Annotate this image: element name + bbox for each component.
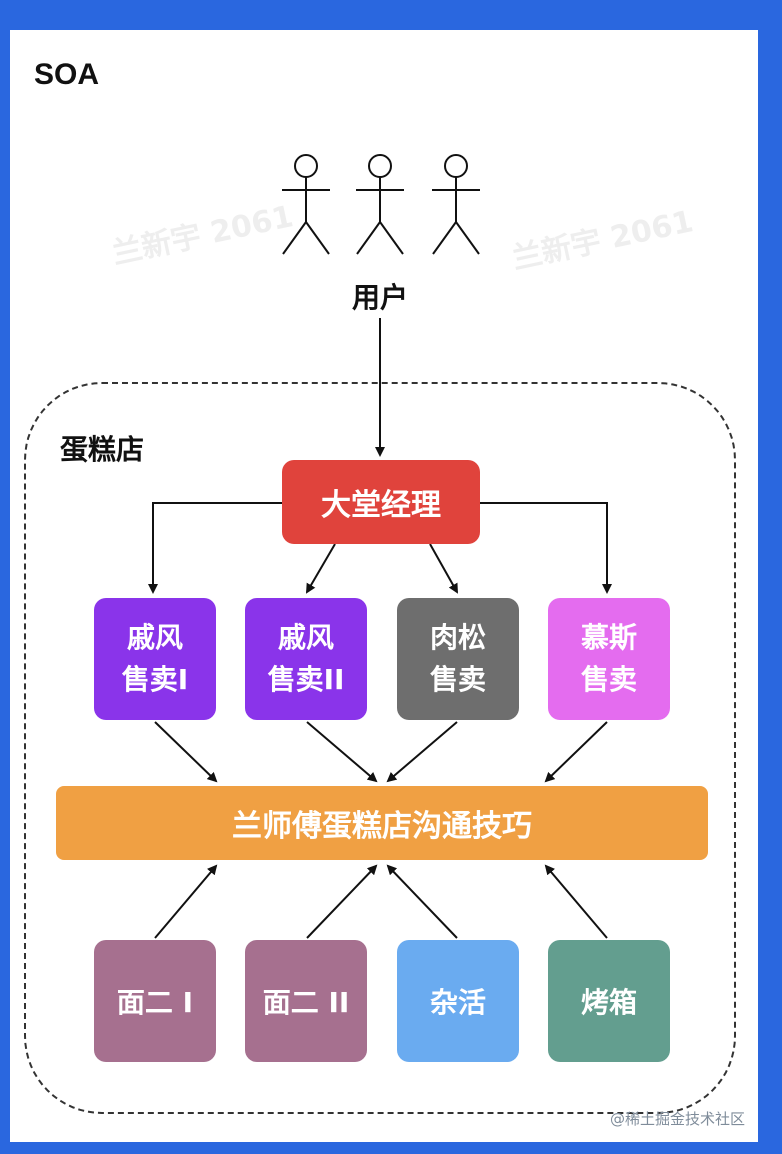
- user-icon-1: [282, 154, 330, 255]
- user-icon-3: [432, 154, 480, 255]
- user-icon-2: [356, 154, 404, 255]
- arrow-svc4-bus: [544, 721, 608, 783]
- arrow-res4-bus: [544, 864, 608, 939]
- arrow-manager-svc2: [305, 543, 336, 594]
- arrow-res3-bus: [386, 864, 458, 939]
- arrow-svc3-bus: [386, 721, 458, 783]
- arrow-res1-bus: [154, 864, 218, 939]
- arrow-manager-svc3: [429, 543, 458, 594]
- node-resource-oven: 烤箱: [548, 940, 670, 1062]
- node-service-mousse: 慕斯 售卖: [548, 598, 670, 720]
- cake-shop-boundary: [24, 382, 736, 1114]
- arrow-manager-svc1: [148, 502, 282, 594]
- arrow-svc2-bus: [306, 721, 378, 783]
- arrow-res2-bus: [306, 864, 378, 939]
- arrow-manager-svc4: [480, 502, 612, 594]
- diagram-title: SOA: [34, 58, 100, 91]
- users-label: 用户: [351, 281, 408, 314]
- cake-shop-label: 蛋糕店: [60, 433, 145, 466]
- node-resource-baker-1: 面二 I: [94, 940, 216, 1062]
- node-service-pork-floss: 肉松 售卖: [397, 598, 519, 720]
- node-service-chiffon-2: 戚风 售卖II: [245, 598, 367, 720]
- node-lobby-manager: 大堂经理: [282, 460, 480, 544]
- source-credit: @稀土掘金技术社区: [610, 1110, 746, 1128]
- arrow-svc1-bus: [154, 721, 218, 783]
- node-service-chiffon-1: 戚风 售卖I: [94, 598, 216, 720]
- node-communication-bus: 兰师傅蛋糕店沟通技巧: [56, 786, 708, 860]
- node-resource-baker-2: 面二 II: [245, 940, 367, 1062]
- node-resource-chores: 杂活: [397, 940, 519, 1062]
